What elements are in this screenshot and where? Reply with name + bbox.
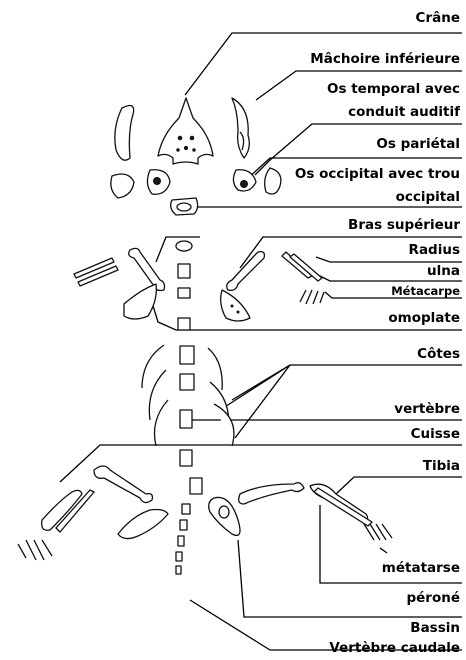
vertebra-4	[180, 346, 194, 364]
label-temporal-1: Os temporal avec	[327, 81, 460, 97]
label-temporal-2: conduit auditif	[348, 104, 460, 120]
vertebra-3	[178, 318, 190, 330]
label-perone: péroné	[406, 590, 460, 606]
vertebra-2	[178, 288, 190, 298]
vertebra-5	[180, 374, 194, 390]
label-metatarse: métatarse	[382, 560, 460, 576]
humerus-right	[227, 252, 265, 291]
vertebra-8	[190, 478, 202, 494]
label-bras: Bras supérieur	[348, 217, 460, 233]
metatarsal-left-1	[18, 544, 26, 558]
label-omoplate: omoplate	[388, 310, 460, 326]
femur-left	[94, 466, 152, 503]
mandible-right	[232, 98, 249, 158]
lower-body-bones	[18, 466, 392, 574]
rib-right-1	[208, 348, 222, 390]
pelvis-left	[118, 510, 168, 539]
scapula-left	[124, 284, 156, 319]
label-occipital-2: occipital	[396, 189, 460, 205]
label-cuisse: Cuisse	[411, 426, 460, 442]
label-occipital-1: Os occipital avec trou	[295, 166, 460, 182]
label-metacarpe: Métacarpe	[391, 283, 460, 299]
label-machoire: Mâchoire inférieure	[310, 51, 460, 67]
label-vertebre: vertèbre	[394, 401, 460, 417]
caudal-5	[176, 566, 181, 574]
fibula-right	[314, 488, 372, 526]
leader-tibia	[336, 477, 462, 494]
caudal-2	[180, 520, 187, 530]
label-crane: Crâne	[416, 10, 460, 26]
caudal-1	[182, 504, 190, 514]
vertebra-1	[178, 264, 190, 278]
mandible-left	[115, 106, 134, 161]
caudal-3	[178, 536, 184, 546]
label-tibia: Tibia	[423, 458, 460, 474]
vertebra-7	[180, 450, 192, 466]
temporal-left	[111, 174, 134, 198]
rib-right-3	[214, 404, 234, 446]
cranium	[158, 98, 213, 164]
leader-cotes-3	[232, 365, 290, 400]
scapula-right	[221, 290, 250, 321]
label-ulna: ulna	[427, 263, 460, 279]
vertebra-6	[180, 410, 192, 428]
femur-right	[239, 483, 304, 504]
rib-left-3	[155, 400, 169, 446]
metatarsal-right	[364, 524, 374, 540]
leader-cotes-2	[235, 365, 290, 438]
leader-metatarse	[380, 548, 387, 553]
label-parietal: Os pariétal	[376, 136, 460, 152]
label-cotes: Côtes	[417, 346, 460, 362]
atlas	[176, 241, 192, 251]
skull-bones	[111, 98, 281, 215]
label-radius: Radius	[409, 242, 460, 258]
label-vertebre-caudale: Vertèbre caudale	[329, 640, 460, 656]
upper-body-bones	[74, 241, 324, 330]
label-bassin: Bassin	[410, 620, 460, 636]
caudal-4	[176, 552, 182, 561]
parietal-right	[265, 168, 281, 194]
metacarpal-right	[300, 290, 306, 302]
